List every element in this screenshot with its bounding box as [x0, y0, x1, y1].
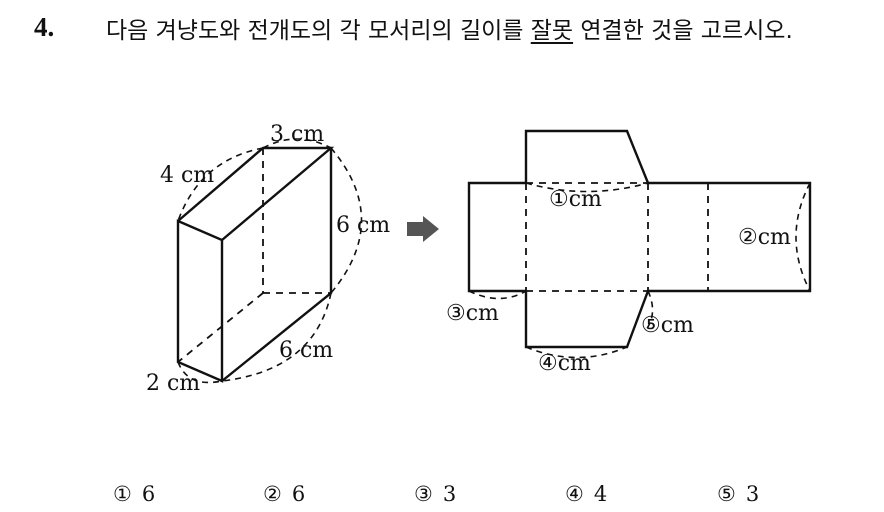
- net-label-2: ②cm: [738, 225, 791, 250]
- question-text-before: 다음 겨냥도와 전개도의 각 모서리의 길이를: [106, 18, 531, 44]
- figure: 3 cm 4 cm 6 cm 6 cm 2 cm ①cm ②cm ③cm ④cm…: [146, 122, 812, 396]
- question-number: 4.: [34, 12, 55, 42]
- net-label-5: ⑤cm: [641, 313, 694, 338]
- cuboid-label-front: 2 cm: [146, 371, 200, 396]
- net-label-3: ③cm: [446, 301, 499, 326]
- cuboid-label-top: 3 cm: [270, 122, 324, 147]
- cuboid-front-face: [176, 219, 224, 383]
- cuboid-label-left: 4 cm: [160, 163, 214, 188]
- question-text-underlined: 잘못: [530, 18, 574, 44]
- cuboid-label-bottom: 6 cm: [279, 338, 333, 363]
- net-label-1: ①cm: [549, 187, 602, 212]
- net-dimension-arcs: [468, 182, 811, 359]
- net-label-4: ④cm: [538, 351, 591, 376]
- cuboid-label-right: 6 cm: [336, 213, 390, 238]
- cuboid-top-face: [177, 146, 335, 241]
- net-drawing: [467, 129, 812, 359]
- question-text-after: 연결한 것을 고르시오.: [573, 18, 793, 44]
- cuboid-dimension-arcs: [177, 138, 363, 384]
- net-fold-lines: [525, 182, 709, 292]
- question-text: 다음 겨냥도와 전개도의 각 모서리의 길이를 잘못 연결한 것을 고르시오.: [106, 14, 866, 48]
- cuboid-hidden-edges: [177, 148, 331, 363]
- cuboid-drawing: [176, 138, 363, 384]
- arrow-right-icon: [407, 216, 439, 242]
